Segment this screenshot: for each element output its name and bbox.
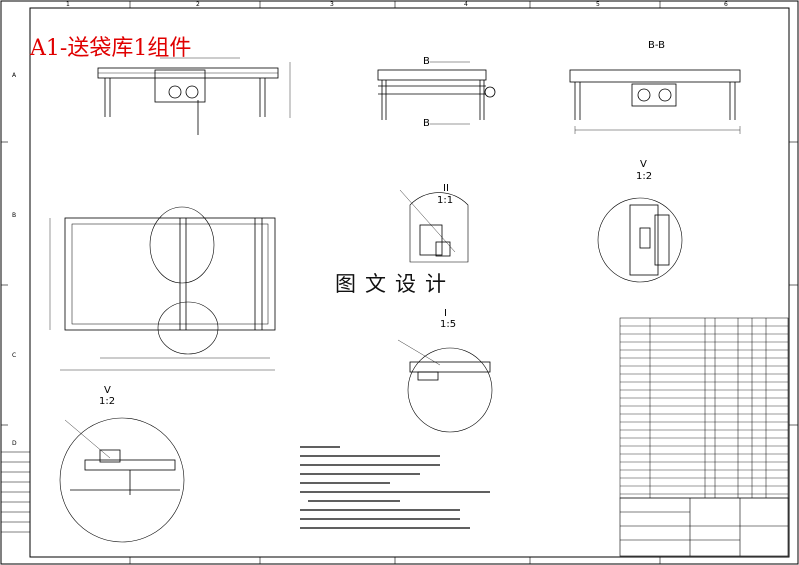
detail-ii-scale: 1:1	[437, 195, 454, 206]
detail-i-label: I	[444, 308, 447, 319]
section-b-bottom-label: B	[423, 118, 430, 129]
revision-strip	[0, 451, 31, 533]
zone-label-top-1: 1	[66, 1, 70, 8]
front-view	[97, 57, 291, 135]
plan-view	[49, 206, 276, 371]
detail-v-bottom-label: V	[104, 385, 111, 396]
zone-label-side-b: B	[12, 212, 17, 219]
technical-notes	[300, 446, 490, 529]
bom-table	[619, 317, 789, 499]
drawing-title: A1-送袋库1组件	[30, 36, 192, 61]
detail-v-bottom-scale: 1:2	[99, 396, 116, 407]
detail-i	[397, 339, 493, 433]
title-block	[619, 497, 789, 557]
detail-ii	[399, 189, 469, 263]
detail-v-right-label: V	[640, 159, 647, 170]
section-bb-view	[569, 69, 741, 134]
zone-label-top-2: 2	[196, 1, 200, 8]
zone-label-side-a: A	[12, 72, 17, 79]
zone-label-top-5: 5	[596, 1, 600, 8]
section-b-top-label: B	[423, 56, 430, 67]
section-bb-label: B-B	[648, 40, 665, 51]
detail-i-scale: 1:5	[440, 319, 457, 330]
zone-label-side-c: C	[12, 352, 17, 359]
detail-v-bottom	[59, 417, 185, 543]
side-view	[377, 61, 496, 125]
zone-label-side-d: D	[12, 440, 17, 447]
zone-label-top-6: 6	[724, 1, 728, 8]
detail-v-right	[597, 197, 683, 283]
zone-label-top-3: 3	[330, 1, 334, 8]
watermark-text: 图文设计	[333, 268, 457, 298]
detail-ii-label: II	[443, 183, 449, 194]
zone-label-top-4: 4	[464, 1, 468, 8]
detail-v-right-scale: 1:2	[636, 171, 653, 182]
